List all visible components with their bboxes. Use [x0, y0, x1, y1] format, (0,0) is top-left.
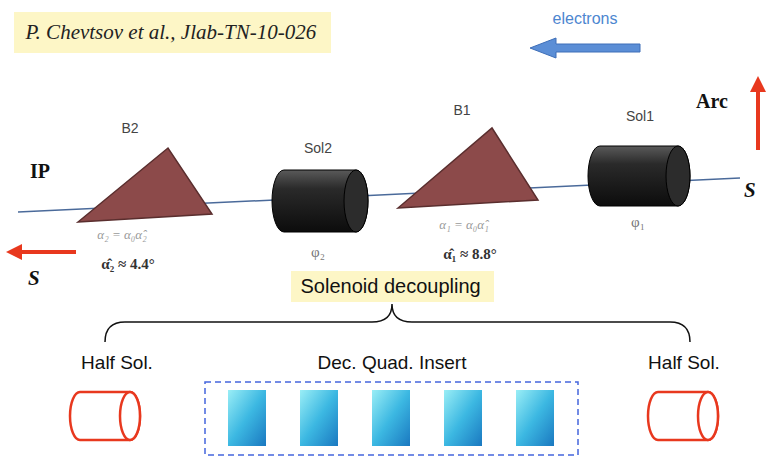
box-text: Solenoid decoupling — [301, 275, 484, 298]
solenoid — [272, 170, 368, 232]
bend-magnet — [78, 148, 212, 222]
magnet-name: B2 — [121, 120, 138, 136]
angle-value: α̂₂ ≈ 4.4° — [101, 256, 154, 273]
magnet-name: B1 — [453, 102, 470, 118]
part-label: Half Sol. — [81, 352, 153, 374]
angle-value: α̂₁ ≈ 8.8° — [443, 246, 496, 263]
spin-symbol: S⃗ — [28, 266, 56, 290]
spin-symbol: S⃗ — [744, 178, 772, 202]
box-text: P. Chevtsov et al., Jlab-TN-10-026 — [26, 20, 319, 45]
magnet-name: Sol2 — [304, 140, 332, 156]
quadrupole — [228, 390, 554, 446]
electron-arrow — [530, 38, 640, 58]
part-label: Half Sol. — [648, 352, 720, 374]
part-label: Dec. Quad. Insert — [318, 352, 467, 374]
beam-label: electrons — [553, 10, 618, 28]
formula: α₁ = α₀α̂₁ — [439, 218, 488, 233]
rotation-angle: φ₂ — [311, 244, 325, 261]
brace — [105, 304, 690, 342]
spin-arrow — [756, 84, 760, 150]
half-solenoid — [70, 392, 140, 440]
rotation-angle: φ₁ — [631, 214, 645, 231]
formula: α₂ = α₀α̂₂ — [97, 228, 146, 243]
magnet-name: Sol1 — [626, 108, 654, 124]
title-box: Solenoid decoupling — [291, 271, 494, 302]
bend-magnet — [398, 128, 538, 208]
half-solenoid — [648, 392, 718, 440]
point-label: IP — [30, 160, 50, 183]
insert-outline — [205, 382, 578, 455]
citation-box: P. Chevtsov et al., Jlab-TN-10-026 — [14, 12, 331, 53]
point-label: Arc — [696, 90, 728, 113]
spin-arrow — [14, 250, 76, 254]
solenoid — [588, 146, 690, 206]
